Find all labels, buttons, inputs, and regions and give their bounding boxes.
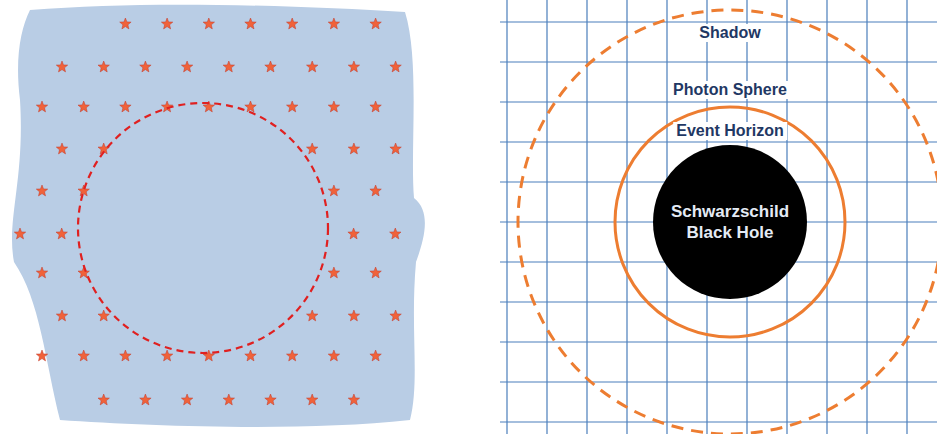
- star: [287, 350, 298, 361]
- star: [223, 394, 234, 405]
- star: [56, 143, 67, 154]
- star: [36, 101, 47, 112]
- lensing-region: [12, 5, 425, 427]
- star: [390, 61, 401, 72]
- star: [140, 394, 151, 405]
- spacetime-grid: [500, 0, 937, 434]
- star: [120, 18, 131, 29]
- star: [307, 61, 318, 72]
- star: [181, 394, 192, 405]
- node-label: Schwarzschild Black Hole: [668, 201, 792, 244]
- star: [328, 101, 339, 112]
- grid-line: [626, 0, 627, 434]
- star-field: [14, 18, 401, 405]
- star: [223, 61, 234, 72]
- star: [265, 394, 276, 405]
- star: [307, 143, 318, 154]
- star: [265, 61, 276, 72]
- star: [181, 61, 192, 72]
- star: [245, 18, 256, 29]
- grid-line: [500, 61, 937, 62]
- star: [98, 310, 109, 321]
- star: [370, 350, 381, 361]
- grid-line: [546, 0, 547, 434]
- star: [328, 267, 339, 278]
- grid-line: [500, 421, 937, 422]
- star: [98, 394, 109, 405]
- star: [56, 228, 67, 239]
- shadow-circle: [518, 10, 937, 434]
- grid-line: [500, 141, 937, 142]
- star: [328, 350, 339, 361]
- star: [370, 267, 381, 278]
- star: [348, 394, 359, 405]
- star: [98, 61, 109, 72]
- black-hole-disk: Schwarzschild Black Hole: [653, 145, 807, 299]
- star: [348, 61, 359, 72]
- star: [348, 228, 359, 239]
- star: [348, 143, 359, 154]
- star: [120, 350, 131, 361]
- star: [348, 310, 359, 321]
- star: [36, 350, 47, 361]
- photon-sphere-circle: [615, 107, 845, 337]
- star: [203, 18, 214, 29]
- region-label: Photon Sphere: [670, 81, 790, 99]
- star: [36, 267, 47, 278]
- star: [390, 143, 401, 154]
- grid-line: [500, 21, 937, 22]
- star: [390, 310, 401, 321]
- star: [78, 350, 89, 361]
- star: [56, 310, 67, 321]
- grid-line: [506, 0, 507, 434]
- star: [245, 101, 256, 112]
- star: [307, 310, 318, 321]
- star: [14, 228, 25, 239]
- grid-line: [500, 341, 937, 342]
- grid-line: [500, 101, 937, 102]
- grid-line: [826, 0, 827, 434]
- grid-line: [906, 0, 907, 434]
- star: [36, 185, 47, 196]
- star: [370, 101, 381, 112]
- region-label: Event Horizon: [673, 122, 787, 140]
- star: [307, 394, 318, 405]
- star: [78, 101, 89, 112]
- star: [370, 185, 381, 196]
- star: [161, 350, 172, 361]
- star: [120, 101, 131, 112]
- star: [140, 61, 151, 72]
- star: [328, 18, 339, 29]
- grid-line: [500, 381, 937, 382]
- star: [161, 18, 172, 29]
- region-label: Shadow: [696, 24, 763, 42]
- star: [245, 350, 256, 361]
- einstein-ring: [78, 103, 328, 353]
- grid-line: [500, 301, 937, 302]
- star: [287, 18, 298, 29]
- star: [390, 228, 401, 239]
- star: [328, 185, 339, 196]
- star: [56, 61, 67, 72]
- star: [287, 101, 298, 112]
- star: [370, 18, 381, 29]
- grid-line: [866, 0, 867, 434]
